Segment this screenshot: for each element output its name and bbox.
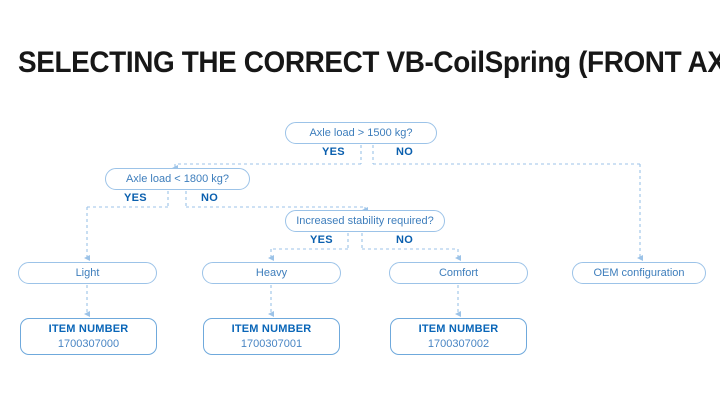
decision-node-axle-load-1500[interactable]: Axle load > 1500 kg? (285, 122, 437, 144)
result-node-light[interactable]: Light (18, 262, 157, 284)
item-number-value: 1700307001 (240, 337, 303, 350)
item-number-value: 1700307000 (57, 337, 120, 350)
decision-label: Axle load > 1500 kg? (309, 127, 413, 139)
decision-node-axle-load-1800[interactable]: Axle load < 1800 kg? (105, 168, 250, 190)
result-node-oem-configuration[interactable]: OEM configuration (572, 262, 706, 284)
result-node-comfort[interactable]: Comfort (389, 262, 528, 284)
result-label: Comfort (438, 267, 479, 279)
result-label: OEM configuration (593, 267, 685, 279)
branch-label-no-axle-1500: NO (396, 146, 414, 158)
branch-label-no-axle-1800: NO (201, 192, 219, 204)
branch-label-yes-axle-1800: YES (124, 192, 147, 204)
result-node-heavy[interactable]: Heavy (202, 262, 341, 284)
branch-label-yes-axle-1500: YES (322, 146, 345, 158)
item-number-title: ITEM NUMBER (418, 322, 499, 335)
item-number-title: ITEM NUMBER (48, 322, 129, 335)
result-label: Light (75, 267, 100, 279)
branch-label-no-stability: NO (396, 234, 414, 246)
decision-node-increased-stability[interactable]: Increased stability required? (285, 210, 445, 232)
decision-label: Axle load < 1800 kg? (125, 173, 230, 185)
item-number-value: 1700307002 (427, 337, 490, 350)
item-number-title: ITEM NUMBER (231, 322, 312, 335)
item-number-box-heavy[interactable]: ITEM NUMBER 1700307001 (203, 318, 340, 355)
item-number-box-light[interactable]: ITEM NUMBER 1700307000 (20, 318, 157, 355)
item-number-box-comfort[interactable]: ITEM NUMBER 1700307002 (390, 318, 527, 355)
result-label: Heavy (255, 267, 288, 279)
decision-label: Increased stability required? (296, 215, 434, 227)
branch-label-yes-stability: YES (310, 234, 333, 246)
page-title: SELECTING THE CORRECT VB-CoilSpring (FRO… (18, 46, 720, 79)
